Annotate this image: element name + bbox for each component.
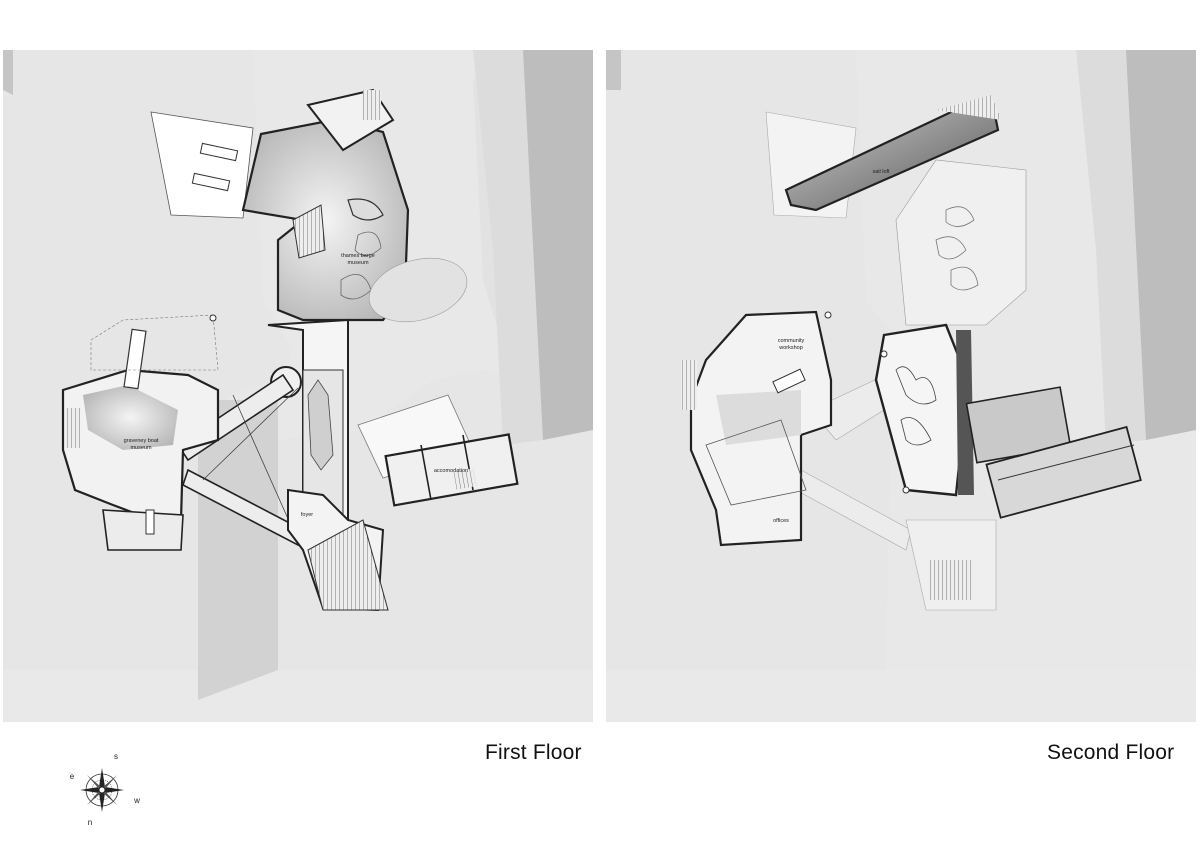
second-floor-title: Second Floor (1047, 741, 1175, 764)
site-edge (606, 670, 1196, 722)
road-strip (1126, 50, 1196, 440)
site-corner (606, 50, 621, 90)
annex-block (150, 111, 254, 219)
external-terrace (368, 257, 468, 323)
site-corner (3, 50, 13, 95)
display-plinth (347, 198, 384, 221)
road-verge (473, 50, 543, 445)
walkway-bridge (182, 468, 304, 547)
stair-symbol (928, 560, 973, 600)
display-case (145, 509, 155, 535)
boat-outline (950, 266, 979, 291)
workshop-shading (716, 390, 801, 445)
boat-outline (354, 231, 382, 256)
column (880, 350, 888, 358)
compass-label-e: e (70, 772, 75, 781)
partition-wall (420, 444, 432, 501)
compass-label-n: n (88, 818, 92, 827)
path-strip (198, 400, 278, 700)
sight-line (232, 394, 294, 531)
room-label-sail-loft: sail loft (872, 169, 890, 175)
boat-outline (945, 206, 975, 227)
exhibit-sketch (900, 417, 932, 446)
roof-ridge (997, 444, 1135, 481)
room-label-accomodation: accomodation (434, 468, 468, 474)
roof-outline (90, 314, 219, 371)
first-floor-title: First Floor (485, 741, 582, 764)
table-symbol (772, 368, 806, 394)
room-label-foyer: foyer (301, 512, 313, 518)
room-label-offices: offices (773, 518, 789, 524)
table-symbol (199, 142, 239, 162)
main-staircase (307, 519, 389, 611)
road-strip (523, 50, 593, 440)
gallery-wall-dark (956, 330, 974, 495)
column (209, 314, 217, 322)
road-verge (1076, 50, 1146, 445)
column (902, 486, 910, 494)
stair-symbol (681, 360, 697, 410)
roof-block-lower (985, 425, 1142, 519)
lobby-room (102, 509, 184, 551)
compass-label-w: w (133, 796, 140, 805)
compass-rose-icon: s e w n (70, 752, 140, 827)
stair-symbol (363, 90, 381, 120)
table-symbol (191, 172, 231, 192)
column (824, 311, 832, 319)
boat-hull-drawing (307, 379, 334, 471)
site-edge (3, 670, 593, 722)
exhibit-sketch (895, 366, 937, 405)
roof-outline (705, 419, 807, 506)
compass-label-s: s (114, 752, 118, 761)
boat-outline (935, 236, 967, 260)
display-case (123, 328, 147, 390)
stair-symbol (66, 408, 80, 448)
stair-symbol (292, 204, 326, 259)
accomodation-room (384, 433, 519, 507)
stair-symbol (936, 95, 1001, 120)
stair-symbol (453, 468, 477, 490)
graveney-shading (83, 385, 178, 450)
